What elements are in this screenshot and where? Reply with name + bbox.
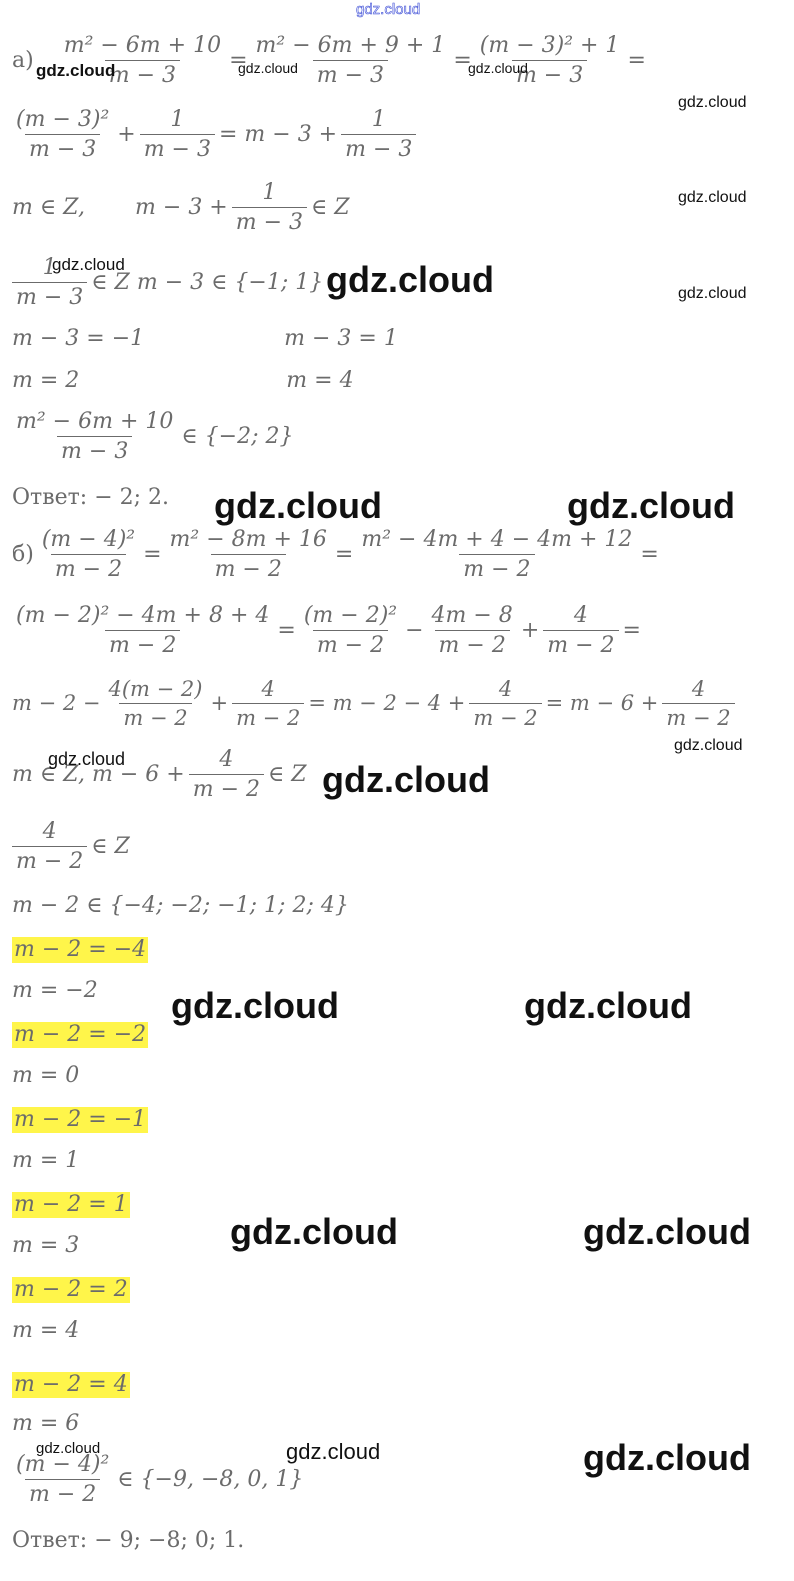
case-result: m = 4	[12, 1318, 80, 1343]
watermark: gdz.cloud	[52, 255, 125, 274]
watermark: gdz.cloud	[678, 189, 747, 206]
watermark: gdz.cloud	[674, 737, 743, 754]
watermark: gdz.cloud	[678, 285, 747, 302]
case-equation: m − 2 = −4	[12, 937, 149, 963]
watermark-logo: gdz.cloud	[356, 1, 421, 18]
watermark: gdz.cloud	[286, 1439, 381, 1464]
watermark: gdz.cloud	[171, 985, 339, 1026]
case-equation: m − 2 = 4	[12, 1372, 130, 1398]
watermark: gdz.cloud	[238, 60, 298, 76]
watermark: gdz.cloud	[326, 259, 494, 300]
watermark: gdz.cloud	[48, 749, 126, 769]
part-a-row-6: m = 2 m = 4	[12, 368, 354, 393]
watermark: gdz.cloud	[567, 485, 735, 526]
watermark: gdz.cloud	[583, 1437, 751, 1478]
equals-sign: =	[229, 47, 248, 73]
watermark: gdz.cloud	[322, 759, 490, 800]
watermark: gdz.cloud	[36, 61, 116, 80]
equals-sign: =	[453, 47, 472, 73]
watermark: gdz.cloud	[468, 60, 528, 76]
case-equation: m − 2 = −2	[12, 1022, 149, 1048]
case-result: m = 3	[12, 1233, 80, 1258]
watermark: gdz.cloud	[230, 1211, 398, 1252]
case-equation: m − 2 = 2	[12, 1277, 130, 1303]
part-a-label: а)	[12, 47, 34, 73]
case-equation: m − 2 = −1	[12, 1107, 149, 1133]
part-a-answer: Ответ: − 2; 2.	[12, 485, 170, 510]
case-result: m = −2	[12, 978, 98, 1003]
case-equation: m − 2 = 1	[12, 1192, 130, 1218]
case-result: m = 0	[12, 1063, 80, 1088]
part-b-label: б)	[12, 541, 34, 567]
equals-sign: =	[627, 47, 646, 73]
case-result: m = 6	[12, 1411, 80, 1436]
watermark: gdz.cloud	[36, 1440, 101, 1457]
watermark: gdz.cloud	[524, 985, 692, 1026]
case-result: m = 1	[12, 1148, 80, 1173]
watermark: gdz.cloud	[583, 1211, 751, 1252]
watermark: gdz.cloud	[214, 485, 382, 526]
part-a-row-5: m − 3 = −1 m − 3 = 1	[12, 326, 398, 351]
part-b-row-6: m − 2 ∈ {−4; −2; −1; 1; 2; 4}	[12, 893, 349, 918]
fraction: 4(m − 2)m − 2	[108, 677, 203, 731]
watermark: gdz.cloud	[678, 94, 747, 111]
part-b-answer: Ответ: − 9; −8; 0; 1.	[12, 1528, 245, 1553]
